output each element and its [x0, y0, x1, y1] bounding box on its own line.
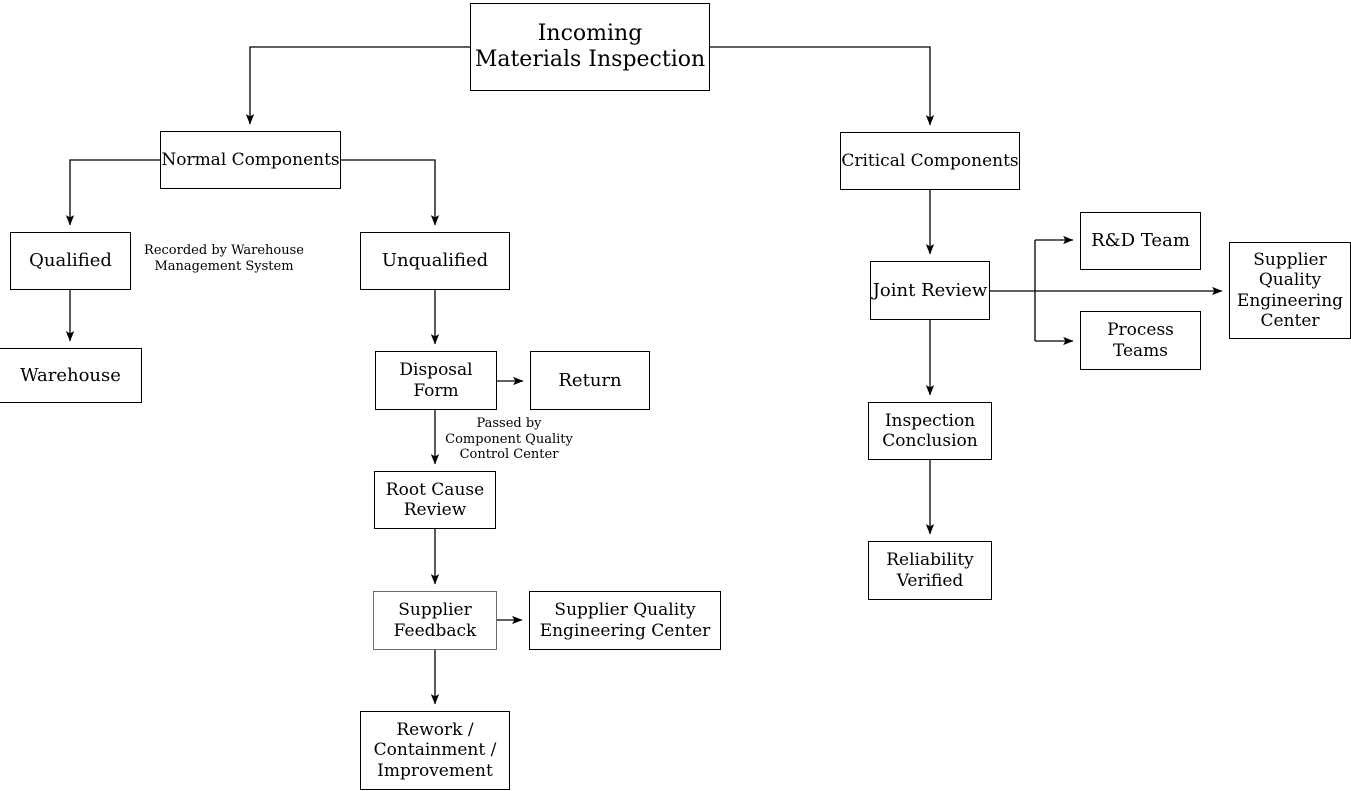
node-process-teams[interactable]: Process Teams	[1080, 311, 1201, 370]
node-incoming-materials-inspection[interactable]: Incoming Materials Inspection	[470, 3, 710, 91]
node-joint-review[interactable]: Joint Review	[870, 261, 990, 320]
node-qualified[interactable]: Qualified	[10, 232, 131, 290]
node-return[interactable]: Return	[530, 351, 650, 410]
node-critical-components[interactable]: Critical Components	[840, 132, 1020, 190]
node-inspection-conclusion[interactable]: Inspection Conclusion	[868, 402, 992, 460]
edge-label-passed-by-component-quality-control-center: Passed by Component Quality Control Cent…	[445, 416, 573, 463]
node-supplier-feedback[interactable]: Supplier Feedback	[373, 591, 497, 650]
edge-normal-to-qualified	[65, 159, 160, 226]
node-unqualified[interactable]: Unqualified	[360, 232, 510, 290]
node-disposal-form[interactable]: Disposal Form	[375, 351, 497, 410]
node-root-cause-review[interactable]: Root Cause Review	[374, 471, 496, 529]
edge-normal-to-unqualified	[341, 159, 440, 226]
edge-label-recorded-by-warehouse-management-system: Recorded by Warehouse Management System	[144, 243, 304, 274]
node-warehouse[interactable]: Warehouse	[0, 348, 142, 403]
node-reliability-verified[interactable]: Reliability Verified	[868, 541, 992, 600]
node-rd-team[interactable]: R&D Team	[1080, 212, 1201, 270]
edge-incoming-to-critical	[710, 46, 935, 126]
node-supplier-quality-engineering-center-right[interactable]: Supplier Quality Engineering Center	[1229, 242, 1351, 339]
node-supplier-quality-engineering-center-middle[interactable]: Supplier Quality Engineering Center	[529, 591, 721, 650]
edge-incoming-to-normal	[245, 46, 470, 125]
node-rework-containment-improvement[interactable]: Rework / Containment / Improvement	[360, 711, 510, 790]
node-normal-components[interactable]: Normal Components	[160, 131, 341, 189]
